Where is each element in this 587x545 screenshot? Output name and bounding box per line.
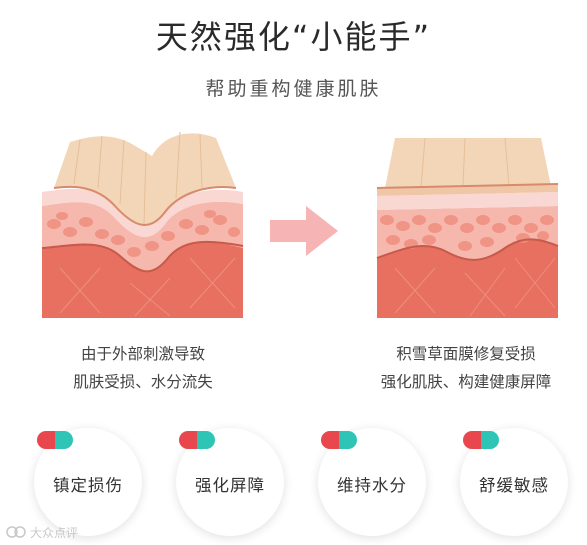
arrow-right-icon (270, 206, 338, 256)
feature-badge-calm-sensitivity: 舒缓敏感 (460, 428, 568, 536)
before-caption-line-2: 肌肤受损、水分流失 (73, 373, 213, 391)
watermark-logo-icon (6, 526, 26, 538)
feature-label: 镇定损伤 (53, 476, 123, 495)
feature-badge-retain-moisture: 维持水分 (318, 428, 426, 536)
feature-label: 舒缓敏感 (479, 476, 549, 495)
after-caption-line-2: 强化肌肤、构建健康屏障 (380, 373, 552, 391)
after-caption-line-1: 积雪草面膜修复受损 (396, 345, 536, 363)
healthy-skin-illustration (376, 137, 559, 318)
damaged-skin-illustration (41, 131, 244, 318)
feature-label: 维持水分 (337, 476, 407, 495)
before-caption-line-1: 由于外部刺激导致 (80, 345, 205, 363)
feature-badge-strengthen-barrier: 强化屏障 (176, 428, 284, 536)
capsule-icon (179, 431, 215, 449)
feature-label: 强化屏障 (195, 476, 265, 495)
feature-badge-soothe-damage: 镇定损伤 (34, 428, 142, 536)
page-subtitle: 帮助重构健康肌肤 (205, 78, 382, 100)
after-caption: 积雪草面膜修复受损 强化肌肤、构建健康屏障 (356, 340, 576, 396)
capsule-icon (463, 431, 499, 449)
capsule-icon (37, 431, 73, 449)
capsule-icon (321, 431, 357, 449)
watermark: 大众点评 (6, 522, 106, 542)
watermark-text: 大众点评 (30, 526, 79, 540)
page-title: 天然强化“小能手” (155, 18, 432, 56)
before-caption: 由于外部刺激导致 肌肤受损、水分流失 (28, 340, 258, 396)
